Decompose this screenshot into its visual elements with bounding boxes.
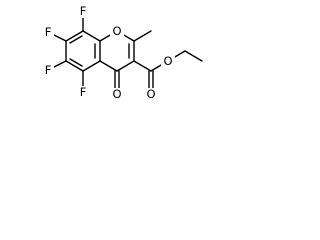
bond-c6-c5	[65, 60, 84, 72]
atom-f7-label: F	[45, 25, 52, 39]
bond-c8-c7-double	[69, 35, 83, 44]
bond-c8-c7	[65, 30, 84, 42]
bond-c3-c4	[116, 60, 135, 72]
atom-o-ester-carbonyl: O	[144, 87, 158, 101]
atom-o1: O	[110, 24, 124, 38]
atom-f8: F	[77, 4, 89, 18]
atom-o-ester-ether: O	[161, 54, 175, 68]
bond-c7-f7	[51, 33, 67, 42]
atom-o4: O	[110, 87, 124, 101]
bond-ethyl-ch2-ch3	[184, 50, 203, 62]
bond-c6-c5-double	[69, 58, 83, 67]
bond-c2-methyl	[133, 30, 152, 42]
atom-o4-label: O	[112, 87, 121, 101]
atom-o-ester-carbonyl-label: O	[146, 87, 155, 101]
atom-f7: F	[42, 25, 54, 39]
atom-f8-label: F	[80, 4, 87, 18]
bond-c5-c4a	[82, 60, 101, 72]
bond-c4-c4a	[99, 60, 118, 72]
molecule-structure-diagram: F F F F O O O O	[42, 4, 203, 101]
atom-o1-label: O	[112, 24, 121, 38]
bond-c6-f6	[51, 60, 67, 69]
bond-c8a-c8	[82, 30, 101, 42]
atom-f5-label: F	[80, 85, 87, 99]
atom-f5: F	[77, 85, 89, 99]
atom-o-ester-ether-label: O	[163, 54, 172, 68]
atom-f6: F	[42, 63, 54, 77]
bond-c3-ester-carbon	[133, 60, 152, 72]
atom-f6-label: F	[45, 63, 52, 77]
